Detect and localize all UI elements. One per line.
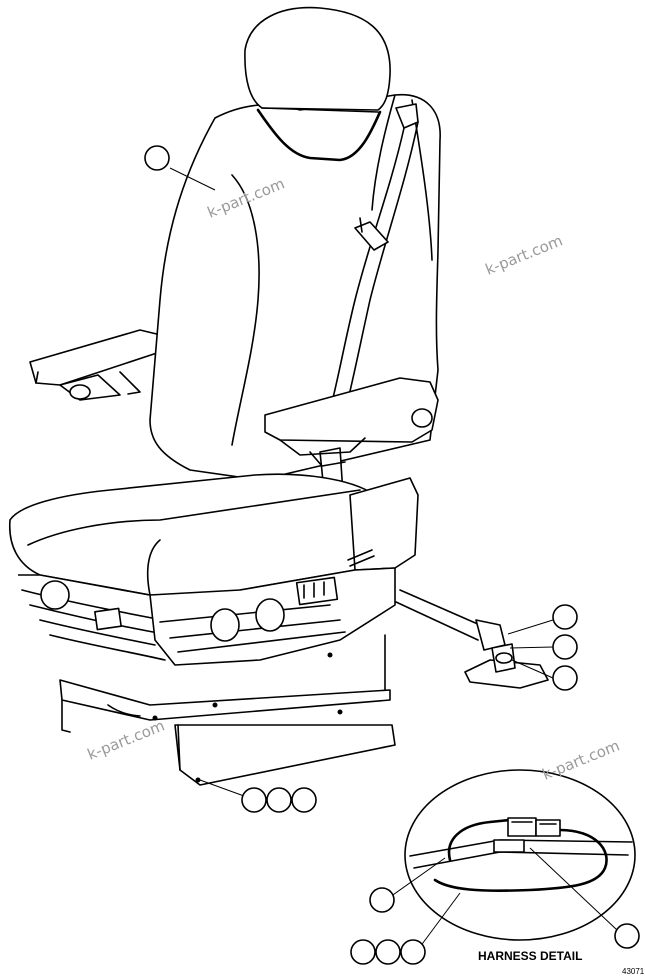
callouts bbox=[144, 145, 640, 965]
watermark-3: k-part.com bbox=[85, 716, 167, 763]
callout-harness-2 bbox=[614, 923, 640, 949]
callout-harness-3 bbox=[350, 939, 376, 965]
left-armrest bbox=[29, 329, 166, 401]
seat-base bbox=[18, 549, 396, 666]
right-armrest bbox=[264, 377, 439, 467]
callout-anchor-2 bbox=[552, 634, 578, 660]
callout-anchor-1 bbox=[552, 604, 578, 630]
callout-seat-back bbox=[144, 145, 170, 171]
watermark-2: k-part.com bbox=[483, 231, 565, 278]
callout-harness-4 bbox=[375, 939, 401, 965]
mounting-rails bbox=[59, 634, 396, 786]
harness-detail bbox=[404, 769, 636, 941]
callout-rail-1 bbox=[241, 787, 267, 813]
headrest bbox=[244, 6, 391, 162]
callout-anchor-3 bbox=[552, 665, 578, 691]
belt-anchor bbox=[395, 589, 549, 689]
harness-detail-label: HARNESS DETAIL bbox=[478, 949, 582, 963]
callout-harness-1 bbox=[369, 887, 395, 913]
callout-rail-3 bbox=[291, 787, 317, 813]
seat-cushion bbox=[8, 473, 419, 599]
callout-harness-5 bbox=[400, 939, 426, 965]
seat-back bbox=[149, 93, 441, 481]
callout-rail-2 bbox=[266, 787, 292, 813]
watermark-4: k-part.com bbox=[540, 736, 622, 783]
figure-number: 43071 bbox=[622, 967, 645, 976]
